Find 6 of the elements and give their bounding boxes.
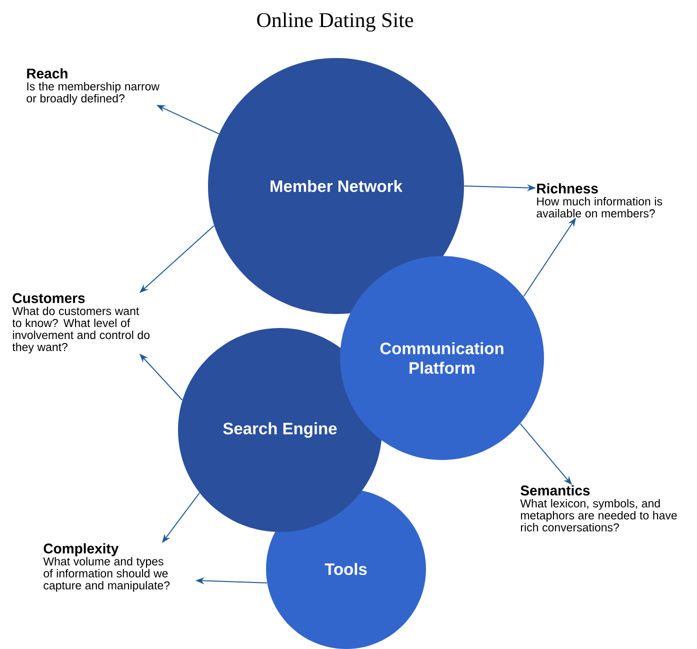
annotation-text: Richness How much information is available on members? [536,183,662,218]
annotation-text: Reach Is the membership narrow or broadly defined? [26,68,160,105]
annotation-text: Semantics What lexicon, symbols, and metaphors are needed to have rich conversations? [520,485,677,532]
annotation-text: Complexity What volume and types of information should we capture and manipulate? [43,543,170,592]
annotation-text: Customers What do customers want to know? What level of involvement and control do they want? [12,293,150,354]
title: Online Dating Site [257,12,414,32]
